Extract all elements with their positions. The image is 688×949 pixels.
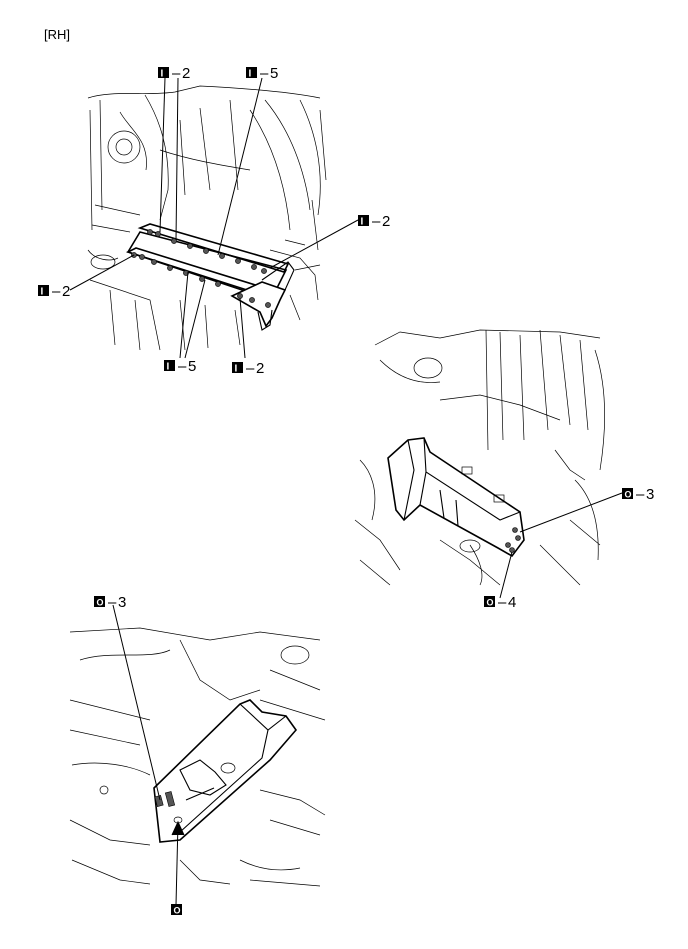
view-right-illustration	[354, 329, 623, 599]
svg-text:O: O	[174, 906, 181, 916]
svg-text:O: O	[625, 490, 632, 500]
svg-text:5: 5	[188, 358, 196, 375]
callout-bottom-1: O – 3	[94, 594, 126, 611]
svg-text:I: I	[161, 69, 164, 80]
svg-text:2: 2	[382, 213, 390, 230]
weld-spots-bottom	[154, 791, 176, 807]
svg-text:3: 3	[118, 594, 126, 611]
svg-text:–: –	[108, 594, 117, 611]
svg-text:O: O	[97, 598, 104, 608]
svg-text:2: 2	[256, 360, 264, 377]
callout-top-5: I – 5	[164, 358, 196, 375]
svg-text:4: 4	[508, 594, 516, 611]
callout-right-1: O – 3	[622, 486, 654, 503]
svg-text:O: O	[487, 598, 494, 608]
callout-top-2: I – 5	[246, 65, 278, 82]
svg-text:–: –	[260, 65, 269, 82]
view-top-illustration	[69, 77, 359, 359]
weld-spots-top	[131, 229, 271, 308]
callout-right-2: O – 4	[484, 594, 516, 611]
view-bottom-illustration	[69, 604, 326, 906]
svg-text:–: –	[172, 65, 181, 82]
svg-text:–: –	[246, 360, 255, 377]
svg-text:–: –	[52, 283, 61, 300]
callout-top-3: I – 2	[358, 213, 390, 230]
weld-spots-right	[505, 527, 521, 553]
callout-top-6: I – 2	[232, 360, 264, 377]
callout-bottom-2: O	[171, 904, 182, 916]
svg-text:5: 5	[270, 65, 278, 82]
side-label: [RH]	[44, 27, 70, 42]
svg-text:–: –	[498, 594, 507, 611]
svg-text:I: I	[235, 364, 238, 375]
svg-text:I: I	[361, 217, 364, 228]
svg-text:I: I	[41, 287, 44, 298]
svg-text:–: –	[178, 358, 187, 375]
callout-top-1: I – 2	[158, 65, 190, 82]
callout-top-4: I – 2	[38, 283, 70, 300]
svg-text:I: I	[249, 69, 252, 80]
svg-text:2: 2	[182, 65, 190, 82]
svg-text:2: 2	[62, 283, 70, 300]
svg-text:3: 3	[646, 486, 654, 503]
svg-text:–: –	[372, 213, 381, 230]
svg-text:I: I	[167, 362, 170, 373]
svg-text:–: –	[636, 486, 645, 503]
